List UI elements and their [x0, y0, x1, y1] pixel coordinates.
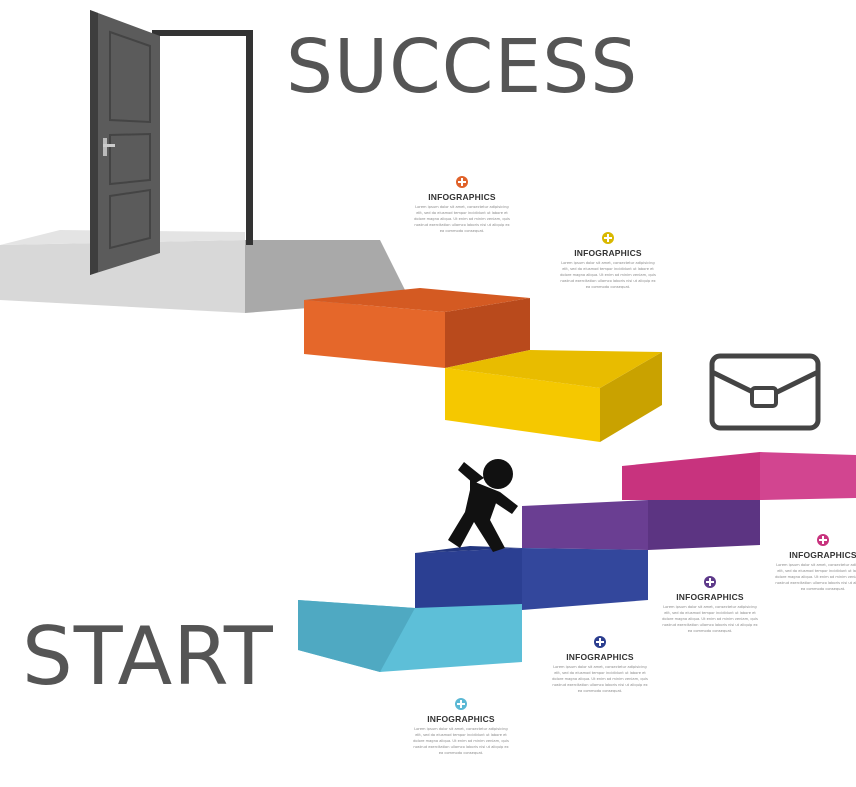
- start-title: START: [22, 610, 274, 703]
- running-person-icon: [448, 459, 518, 552]
- info-text: Lorem ipsum dolor sit amet, consectetur …: [414, 205, 510, 233]
- info-title: INFOGRAPHICS: [427, 714, 495, 724]
- door-icon: [90, 10, 253, 275]
- plus-icon: [456, 176, 468, 188]
- info-title: INFOGRAPHICS: [566, 652, 634, 662]
- info-title: INFOGRAPHICS: [789, 550, 856, 560]
- info-block-pink: INFOGRAPHICS Lorem ipsum dolor sit amet,…: [775, 534, 856, 592]
- info-block-orange: INFOGRAPHICS Lorem ipsum dolor sit amet,…: [414, 176, 510, 234]
- info-title: INFOGRAPHICS: [574, 248, 642, 258]
- info-text: Lorem ipsum dolor sit amet, consectetur …: [662, 605, 758, 633]
- info-text: Lorem ipsum dolor sit amet, consectetur …: [552, 665, 648, 693]
- info-block-yellow: INFOGRAPHICS Lorem ipsum dolor sit amet,…: [560, 232, 656, 290]
- step-purple: [522, 500, 760, 550]
- info-block-light-blue: INFOGRAPHICS Lorem ipsum dolor sit amet,…: [413, 698, 509, 756]
- step-pink: [622, 452, 856, 500]
- step-yellow: [445, 350, 662, 442]
- success-title: SUCCESS: [286, 24, 639, 110]
- plus-icon: [817, 534, 829, 546]
- step-light-blue: [298, 600, 522, 672]
- step-orange: [304, 288, 530, 368]
- info-text: Lorem ipsum dolor sit amet, consectetur …: [413, 727, 509, 755]
- info-block-dark-blue: INFOGRAPHICS Lorem ipsum dolor sit amet,…: [552, 636, 648, 694]
- info-title: INFOGRAPHICS: [428, 192, 496, 202]
- info-block-purple: INFOGRAPHICS Lorem ipsum dolor sit amet,…: [662, 576, 758, 634]
- info-text: Lorem ipsum dolor sit amet, consectetur …: [560, 261, 656, 289]
- plus-icon: [704, 576, 716, 588]
- step-dark-blue: [415, 546, 648, 610]
- briefcase-icon: [709, 353, 821, 431]
- info-title: INFOGRAPHICS: [676, 592, 744, 602]
- info-text: Lorem ipsum dolor sit amet, consectetur …: [775, 563, 856, 591]
- plus-icon: [602, 232, 614, 244]
- plus-icon: [594, 636, 606, 648]
- plus-icon: [455, 698, 467, 710]
